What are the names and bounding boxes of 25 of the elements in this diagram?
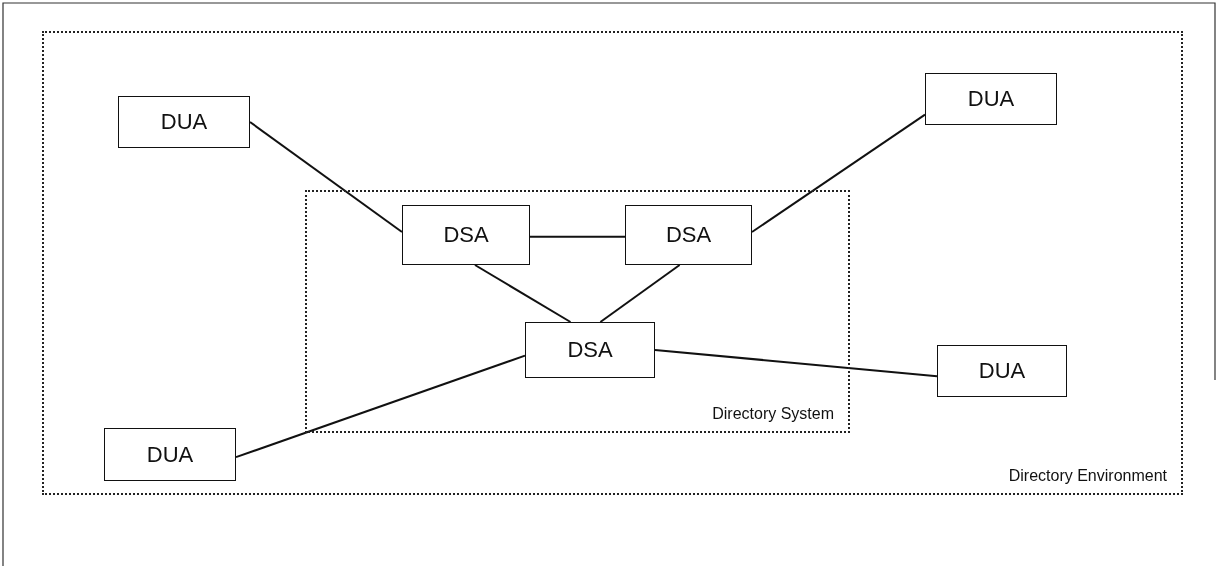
boundary-label: Directory System bbox=[712, 405, 834, 423]
connector-line bbox=[599, 264, 681, 323]
boundary-label: Directory Environment bbox=[1008, 467, 1167, 485]
connector-line bbox=[235, 354, 526, 459]
agent-box bbox=[104, 428, 236, 481]
dotted-boundary bbox=[42, 31, 1183, 495]
connector-line bbox=[249, 121, 403, 233]
agent-label: DUA bbox=[978, 358, 1026, 384]
connector-line bbox=[473, 264, 572, 323]
dotted-boundary bbox=[305, 190, 850, 433]
agent-box bbox=[925, 73, 1057, 125]
agent-label: DUA bbox=[967, 86, 1015, 112]
agent-label: DUA bbox=[160, 109, 208, 135]
agent-box bbox=[525, 322, 655, 378]
agent-label: DSA bbox=[665, 222, 712, 248]
connector-line bbox=[529, 235, 626, 238]
agent-box bbox=[118, 96, 250, 148]
connector-line bbox=[751, 113, 926, 233]
agent-label: DSA bbox=[443, 222, 489, 248]
connector-line bbox=[654, 349, 938, 378]
agent-box bbox=[937, 345, 1067, 397]
agent-label: DSA bbox=[567, 337, 613, 363]
agent-label: DUA bbox=[146, 441, 194, 468]
agent-box bbox=[402, 205, 530, 265]
agent-box bbox=[625, 205, 752, 265]
